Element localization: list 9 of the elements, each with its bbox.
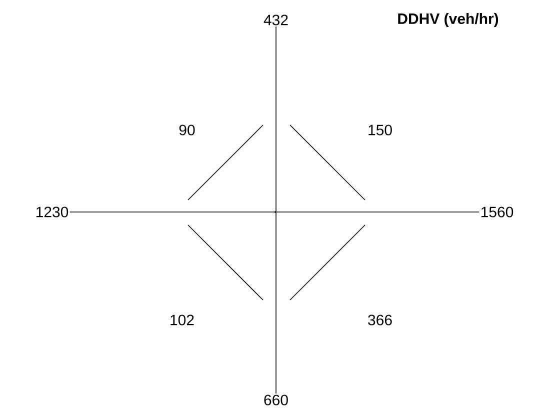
- volume-label: 432: [264, 14, 288, 26]
- volume-label: 150: [368, 124, 392, 136]
- volume-label: 366: [368, 314, 392, 326]
- volume-label: 660: [264, 394, 288, 406]
- volume-label: 1560: [481, 206, 514, 218]
- title: DDHV (veh/hr): [398, 13, 498, 27]
- volume-label: 102: [170, 314, 194, 326]
- volume-label: 1230: [36, 206, 68, 218]
- volume-label: 90: [179, 124, 195, 136]
